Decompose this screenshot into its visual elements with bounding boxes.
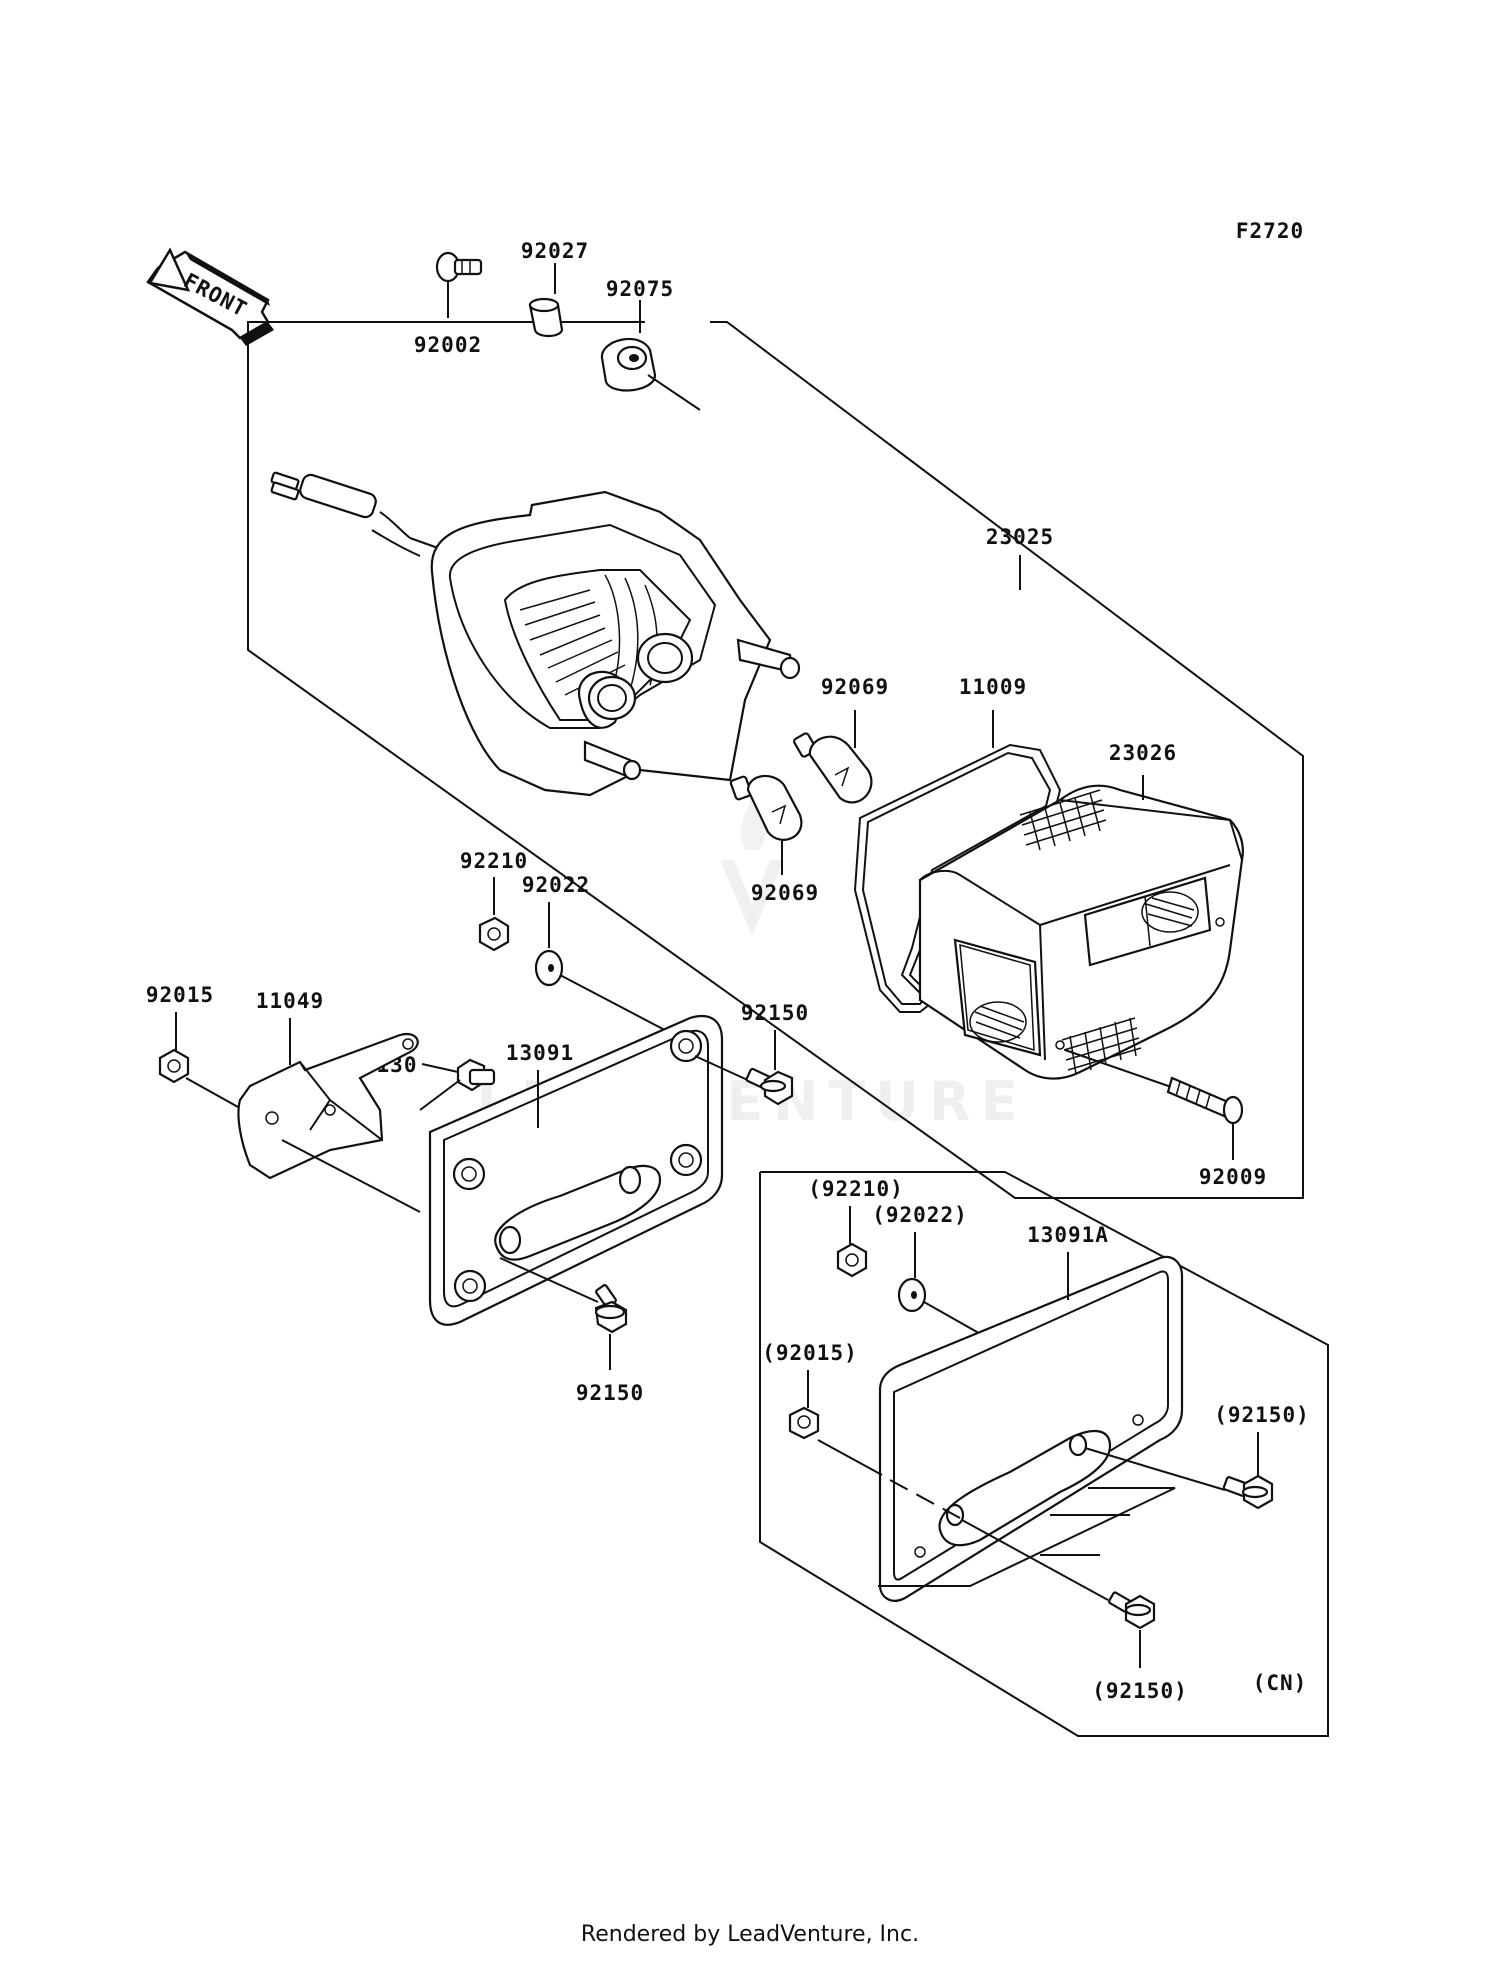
- lens-23026: [918, 775, 1244, 1080]
- label-92150-lower: 92150: [576, 1381, 644, 1405]
- bulb-92069-lower: [729, 774, 803, 875]
- label-92022: 92022: [522, 873, 590, 897]
- label-92015: 92015: [146, 983, 214, 1007]
- label-11009: 11009: [959, 675, 1027, 699]
- bulb-92069-upper: [793, 710, 873, 804]
- label-23026: 23026: [1109, 741, 1177, 765]
- label-92210: 92210: [460, 849, 528, 873]
- gasket-11009: [853, 710, 1062, 1013]
- label-cn-92022: (92022): [872, 1203, 968, 1227]
- nut-92210: [478, 877, 510, 952]
- cn-frame: [759, 1171, 1329, 1737]
- washer-92022: [534, 902, 681, 1039]
- label-92027: 92027: [521, 239, 589, 263]
- label-cn-92015: (92015): [762, 1341, 858, 1365]
- figure-code: F2720: [1236, 219, 1304, 243]
- label-23025: 23025: [986, 525, 1054, 549]
- screw-92009: [1064, 1049, 1244, 1160]
- label-92069-lower: 92069: [751, 881, 819, 905]
- label-92009: 92009: [1199, 1165, 1267, 1189]
- front-arrow-icon: FRONT: [146, 247, 274, 346]
- cn-nut-92015: [788, 1370, 961, 1519]
- label-92075: 92075: [606, 277, 674, 301]
- cn-bolt-92150-bottom: [961, 1519, 1156, 1668]
- cn-bolt-92150-right: [1084, 1432, 1274, 1510]
- cn-nut-92210: [836, 1206, 868, 1278]
- label-92002: 92002: [414, 333, 482, 357]
- label-cn-92150-bottom: (92150): [1092, 1679, 1188, 1703]
- label-92150-upper: 92150: [741, 1001, 809, 1025]
- assembly-frame-23025: [247, 321, 1304, 1199]
- bolt-130: [419, 1058, 496, 1111]
- grommet-92075: [600, 300, 701, 411]
- label-13091: 13091: [506, 1041, 574, 1065]
- plate-13091: [428, 1014, 724, 1326]
- screw-92002: [435, 251, 483, 318]
- cn-region-tag: (CN): [1253, 1671, 1308, 1695]
- label-11049: 11049: [256, 989, 324, 1013]
- taillight-housing: [270, 471, 801, 797]
- bolt-92150-lower: [594, 1284, 628, 1370]
- bracket-11049: [237, 1018, 421, 1213]
- render-credit: Rendered by LeadVenture, Inc.: [580, 1922, 920, 1947]
- label-cn-92150-right: (92150): [1214, 1403, 1310, 1427]
- bolt-92150-upper: [694, 1030, 794, 1106]
- label-cn-92210: (92210): [808, 1177, 904, 1201]
- collar-92027: [528, 263, 564, 338]
- label-92069-upper: 92069: [821, 675, 889, 699]
- label-cn-13091A: 13091A: [1027, 1223, 1109, 1247]
